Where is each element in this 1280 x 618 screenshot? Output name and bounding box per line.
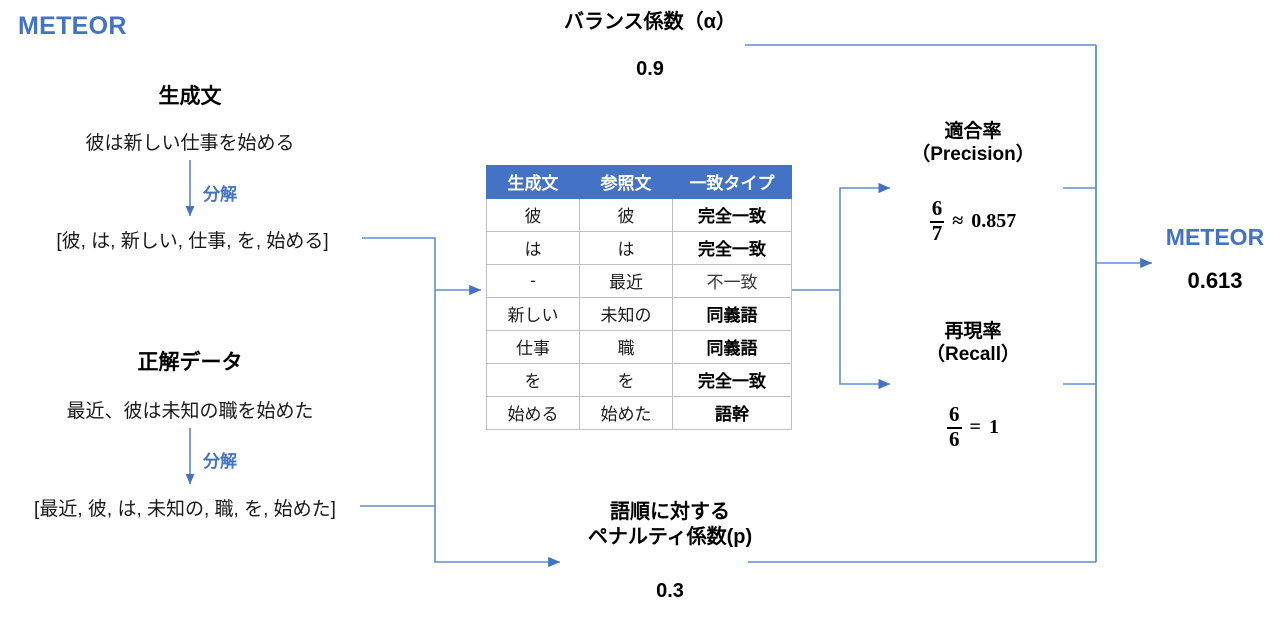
cell-match-type: 完全一致 [672,198,792,232]
precision-title-line2: （Precision） [911,144,1035,166]
table-row: -最近不一致 [486,264,792,298]
cell-candidate: 仕事 [486,330,580,364]
precision-formula: 6 7 ≈ 0.857 [880,198,1066,244]
recall-value: 1 [988,415,999,438]
table-row: 新しい未知の同義語 [486,297,792,331]
cell-candidate: は [486,231,580,265]
cell-reference: 始めた [579,396,673,430]
table-row: はは完全一致 [486,231,792,265]
candidate-decompose-label: 分解 [203,185,237,204]
result-label: METEOR [1165,224,1265,250]
cell-reference: 最近 [579,264,673,298]
penalty-title-line2: ペナルティ係数(p) [587,526,753,548]
cell-match-type: 不一致 [672,264,792,298]
reference-sentence: 最近、彼は未知の職を始めた [66,401,314,422]
table-header-row: 生成文 参照文 一致タイプ [486,165,792,199]
recall-operator: = [969,415,981,438]
cell-reference: 職 [579,330,673,364]
table-row: 彼彼完全一致 [486,198,792,232]
recall-formula: 6 6 = 1 [880,404,1066,450]
candidate-sentence: 彼は新しい仕事を始める [85,133,295,154]
recall-title: 再現率 （Recall） [880,320,1066,366]
precision-denominator: 7 [929,221,945,245]
precision-title: 適合率 （Precision） [880,120,1066,166]
recall-denominator: 6 [947,427,962,451]
column-header-reference: 参照文 [579,165,673,199]
penalty-value: 0.3 [656,580,684,602]
cell-reference: 彼 [579,198,673,232]
precision-operator: ≈ [952,209,964,232]
precision-title-line1: 適合率 [944,121,1002,142]
cell-match-type: 同義語 [672,297,792,331]
precision-value: 0.857 [971,209,1017,232]
cell-reference: 未知の [579,297,673,331]
cell-reference: を [579,363,673,397]
precision-numerator: 6 [931,196,943,220]
recall-title-line2: （Recall） [926,344,1020,366]
recall-title-line1: 再現率 [944,321,1002,342]
cell-match-type: 同義語 [672,330,792,364]
column-header-candidate: 生成文 [486,165,580,199]
alignment-table: 生成文 参照文 一致タイプ 彼彼完全一致はは完全一致-最近不一致新しい未知の同義… [486,165,792,430]
recall-fraction: 6 6 [947,404,962,450]
table-body: 彼彼完全一致はは完全一致-最近不一致新しい未知の同義語仕事職同義語をを完全一致始… [486,198,792,430]
precision-fraction: 6 7 [929,196,945,245]
cell-match-type: 完全一致 [672,231,792,265]
reference-decompose-label: 分解 [203,452,237,471]
alpha-value: 0.9 [636,58,664,80]
column-header-match-type: 一致タイプ [672,165,792,199]
cell-reference: は [579,231,673,265]
table-row: 始める始めた語幹 [486,396,792,430]
cell-candidate: 彼 [486,198,580,232]
candidate-tokens: [彼, は, 新しい, 仕事, を, 始める] [56,231,329,252]
cell-candidate: - [486,264,580,298]
cell-candidate: 始める [486,396,580,430]
table-row: 仕事職同義語 [486,330,792,364]
penalty-title-line1: 語順に対する [610,501,730,523]
cell-candidate: を [486,363,580,397]
recall-numerator: 6 [949,402,960,426]
candidate-heading: 生成文 [158,85,222,108]
cell-match-type: 完全一致 [672,363,792,397]
cell-candidate: 新しい [486,297,580,331]
alpha-title: バランス係数（α） [564,11,736,33]
reference-tokens: [最近, 彼, は, 未知の, 職, を, 始めた] [34,499,336,520]
result-value: 0.613 [1187,268,1243,293]
table-row: をを完全一致 [486,363,792,397]
page-title: METEOR [18,12,127,40]
cell-match-type: 語幹 [672,396,792,430]
penalty-title: 語順に対する ペナルティ係数(p) [520,500,820,550]
reference-heading: 正解データ [137,351,243,374]
